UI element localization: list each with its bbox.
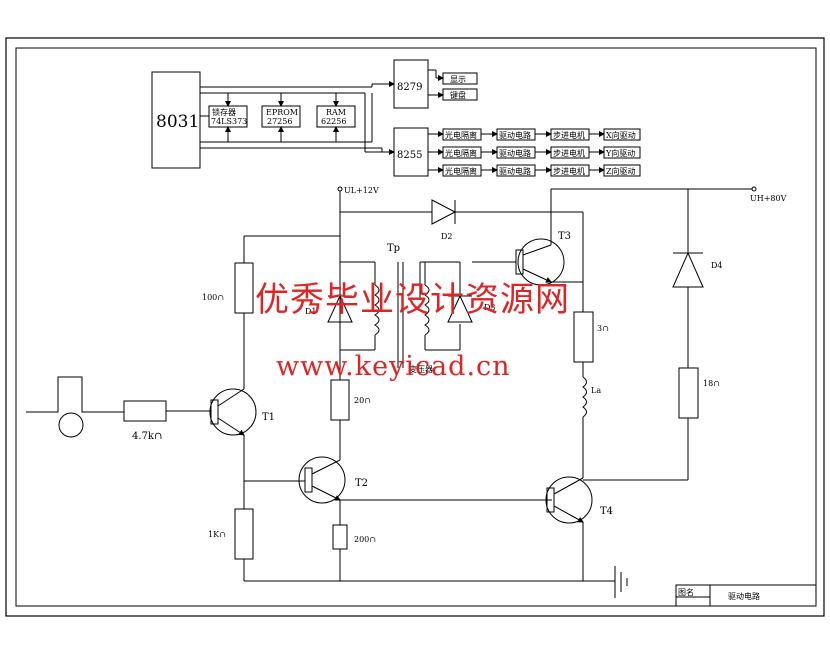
drive-label-2: 驱动电路 bbox=[499, 148, 531, 158]
d2-label: D2 bbox=[441, 232, 453, 241]
r100-label: 100∩ bbox=[202, 293, 224, 302]
pio-chip-label: 8255 bbox=[397, 150, 422, 161]
cpu-label: 8031 bbox=[156, 112, 199, 132]
axis-z-label: Z向驱动 bbox=[606, 166, 636, 176]
block-diagram bbox=[151, 59, 641, 177]
drive-label-1: 驱动电路 bbox=[499, 130, 531, 140]
latch-label-1: 锁存器 bbox=[212, 107, 236, 117]
display-label: 显示 bbox=[450, 75, 466, 84]
resistor-200 bbox=[332, 524, 348, 550]
opto-label-3: 光电隔离 bbox=[445, 166, 477, 176]
resistor-20 bbox=[330, 379, 350, 421]
r20-label: 20∩ bbox=[354, 396, 371, 405]
supply-high-label: UH+80V bbox=[750, 194, 787, 203]
title-block-name: 驱动电路 bbox=[728, 591, 760, 601]
ram-label-1: RAM bbox=[326, 108, 346, 117]
d3-label: D3 bbox=[484, 303, 496, 312]
outer-frame bbox=[5, 37, 825, 617]
r3-label: 3∩ bbox=[597, 324, 609, 333]
opto-label-1: 光电隔离 bbox=[445, 130, 477, 140]
axis-x-label: X向驱动 bbox=[606, 130, 636, 140]
la-label: La bbox=[591, 386, 601, 395]
t4-label: T4 bbox=[600, 506, 613, 517]
resistor-18 bbox=[678, 367, 699, 419]
ram-label-2: 62256 bbox=[321, 117, 346, 126]
resistor-3 bbox=[573, 311, 594, 363]
kbd-chip-label: 8279 bbox=[397, 82, 422, 93]
transistor-t4 bbox=[545, 476, 593, 524]
inductor-la bbox=[582, 376, 587, 418]
transistor-t1 bbox=[209, 388, 257, 436]
transistor-t2 bbox=[298, 456, 346, 504]
r1k-label: 1K∩ bbox=[208, 530, 226, 539]
drive-circuit bbox=[26, 186, 757, 598]
title-block-label: 图名 bbox=[678, 587, 694, 597]
tp-label: Tp bbox=[387, 243, 400, 254]
motor-label-2: 步进电机 bbox=[553, 148, 585, 158]
motor-label-1: 步进电机 bbox=[553, 130, 585, 140]
motor-label-3: 步进电机 bbox=[553, 166, 585, 176]
resistor-100 bbox=[234, 262, 254, 314]
opto-label-2: 光电隔离 bbox=[445, 148, 477, 158]
eprom-label-2: 27256 bbox=[267, 117, 292, 126]
transformer-label: 变压器 bbox=[409, 364, 433, 374]
diode-d1 bbox=[327, 294, 353, 323]
t2-label: T2 bbox=[355, 478, 368, 489]
resistor-1k bbox=[234, 508, 254, 560]
keyboard-label: 键盘 bbox=[450, 90, 466, 100]
supply-low-label: UL+12V bbox=[344, 186, 379, 195]
r200-label: 200∩ bbox=[354, 535, 376, 544]
transistor-t3 bbox=[517, 238, 565, 286]
t3-label: T3 bbox=[558, 231, 571, 242]
resistor-4.7k bbox=[123, 400, 167, 422]
title-block: 图名 驱动电路 bbox=[675, 584, 817, 607]
d1-label: D1 bbox=[305, 307, 317, 316]
diode-d3 bbox=[447, 294, 473, 323]
eprom-label-1: EPROM bbox=[266, 108, 298, 117]
inner-frame bbox=[15, 47, 817, 607]
diode-d2 bbox=[431, 199, 457, 225]
t1-label: T1 bbox=[262, 412, 275, 423]
axis-y-label: Y向驱动 bbox=[605, 148, 635, 158]
latch-label-2: 74LS373 bbox=[211, 117, 247, 126]
cpu-8031-box bbox=[151, 71, 201, 169]
diode-d4 bbox=[672, 251, 704, 288]
r18-label: 18∩ bbox=[703, 379, 720, 388]
r47k-label: 4.7k∩ bbox=[132, 431, 162, 442]
drive-label-3: 驱动电路 bbox=[499, 166, 531, 176]
d4-label: D4 bbox=[711, 261, 723, 270]
